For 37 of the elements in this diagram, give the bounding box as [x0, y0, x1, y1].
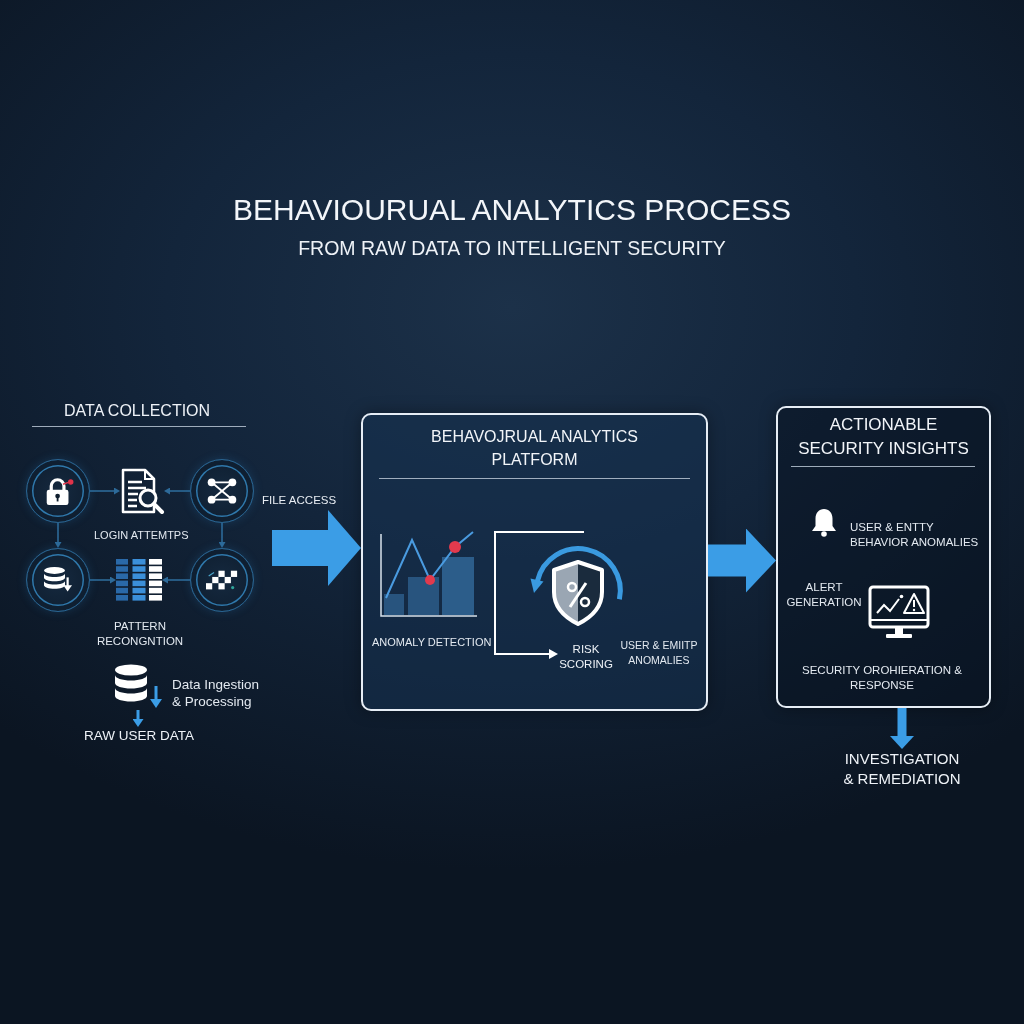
panel: [361, 413, 708, 711]
text-label: ANOMALY DETECTION: [372, 636, 492, 650]
panel: [776, 406, 991, 708]
panel-title: ACTIONABLE SECURITY INSIGHTS: [797, 414, 970, 460]
panel-title: BEHAVOJRUAL ANALYTICS PLATFORM: [430, 427, 639, 470]
subtitle: FROM RAW DATA TO INTELLIGENT SECURITY: [298, 237, 726, 261]
text-label: USER & ENTTY BEHAVIOR ANOMALIES: [850, 520, 980, 550]
block-arrow: [708, 528, 776, 593]
text-label: RAW USER DATA: [79, 727, 199, 745]
text-label: RISK SCORING: [558, 642, 614, 671]
arrow: [132, 710, 144, 727]
arrow: [162, 576, 191, 584]
document-search-icon: [120, 468, 164, 514]
block-arrow: [272, 510, 361, 586]
text-label: ALERT GENERATION: [785, 580, 863, 610]
icon-ring: [190, 548, 254, 612]
arrow: [54, 522, 62, 548]
grid-blocks-icon: [116, 559, 162, 601]
text-label: USER & EMIITP ANOMALIES: [619, 638, 699, 668]
arrow: [89, 576, 116, 584]
section-heading: DATA COLLECTION: [64, 401, 211, 421]
arrow: [164, 487, 191, 495]
text-label: LOGIN ATTEMTPS: [94, 529, 189, 543]
icon-caption: Data Ingestion & Processing: [172, 676, 261, 710]
text-label: PATTERN RECONGNTION: [95, 619, 185, 649]
diagram-title: BEHAVIOURUAL ANALYTICS PROCESS: [233, 192, 791, 228]
database-icon: [114, 664, 162, 710]
icon-ring: [26, 459, 90, 523]
block-arrow: [890, 708, 914, 749]
arrow: [89, 487, 120, 495]
edge-label: FILE ACCESS: [262, 494, 337, 508]
text-label: SECURITY OROHIERATION & RESPONSE: [801, 663, 963, 693]
icon-ring: [26, 548, 90, 612]
text-label: INVESTIGATION & REMEDIATION: [840, 749, 964, 789]
icon-ring: [190, 459, 254, 523]
arrow: [494, 531, 585, 659]
arrow: [218, 522, 226, 548]
